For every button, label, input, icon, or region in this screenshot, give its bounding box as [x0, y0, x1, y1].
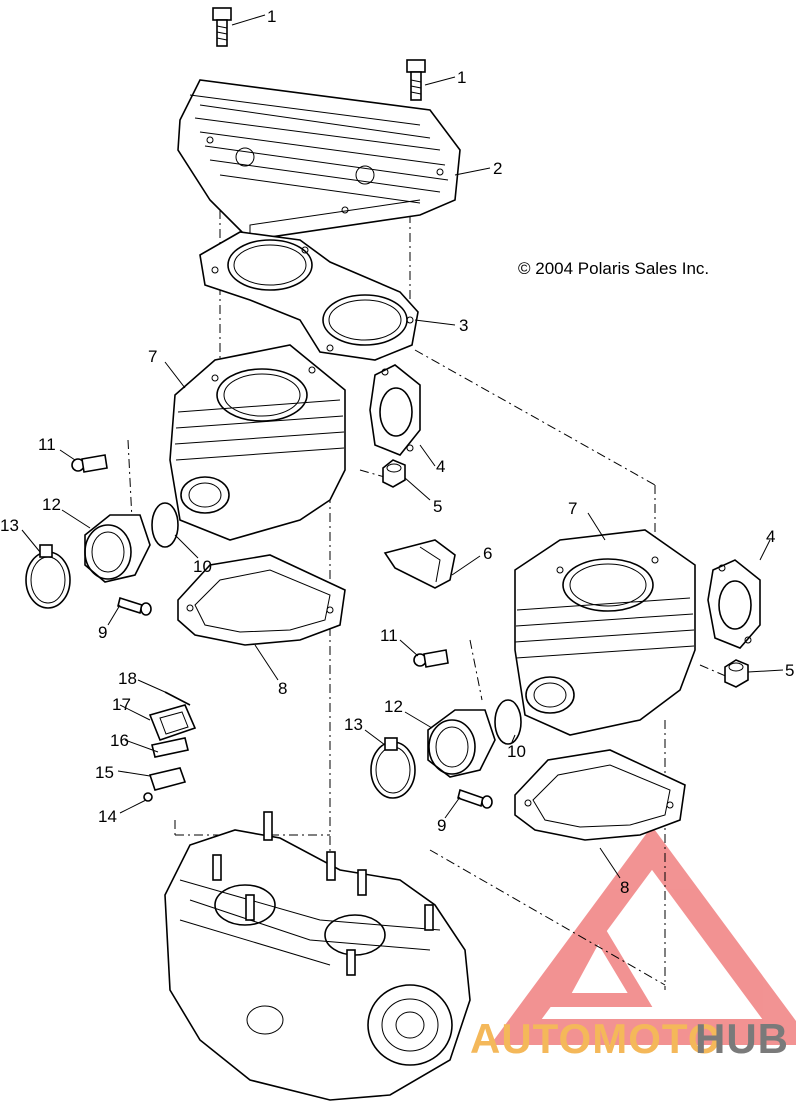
callout-17: 17	[112, 695, 131, 714]
callout-16: 16	[110, 731, 129, 750]
callout-4: 4	[436, 457, 445, 476]
callout-12: 12	[384, 697, 403, 716]
callout-11: 11	[38, 435, 56, 454]
reed-petal	[148, 767, 187, 791]
callout-3: 3	[459, 316, 468, 335]
callout-9: 9	[437, 816, 446, 835]
cylinder-head	[177, 79, 461, 241]
exhaust-gasket-left	[369, 364, 421, 456]
screw-right	[457, 788, 493, 809]
callout-13: 13	[344, 715, 363, 734]
callout-labels: 1 1 2 3 4 4 5 5 6 7 7 8 8 9 9 10 10 11 1…	[0, 7, 794, 897]
watermark-triangle-icon	[490, 826, 796, 1045]
o-ring-right	[494, 699, 522, 745]
leader-lines	[21, 14, 784, 879]
intake-bolt-right	[413, 649, 449, 668]
head-gasket	[199, 231, 419, 361]
base-gasket-right	[514, 749, 686, 841]
callout-5: 5	[785, 661, 794, 680]
callout-8: 8	[620, 878, 629, 897]
exhaust-gasket-right	[707, 559, 761, 649]
crankcase	[164, 811, 471, 1101]
callout-18: 18	[118, 669, 137, 688]
watermark-logo	[490, 826, 796, 1045]
nut-right	[724, 659, 749, 688]
callout-10: 10	[193, 557, 212, 576]
copyright-text: © 2004 Polaris Sales Inc.	[518, 259, 709, 278]
callout-2: 2	[493, 159, 502, 178]
intake-boot-left	[84, 514, 151, 583]
callout-13: 13	[0, 516, 19, 535]
watermark-text-part1: AUTOMOTO	[470, 1015, 721, 1062]
watermark-inner-triangle-icon	[548, 915, 653, 1007]
callout-7: 7	[148, 347, 157, 366]
clamp-left	[25, 544, 71, 609]
reed-pin	[164, 691, 191, 706]
clamp-right	[370, 737, 416, 799]
callout-8: 8	[278, 679, 287, 698]
reed-stopper	[151, 737, 189, 758]
intake-bolt-left	[71, 454, 108, 473]
watermark-text-part2: HUB	[695, 1015, 789, 1062]
callout-11: 11	[380, 626, 398, 645]
callout-6: 6	[483, 544, 492, 563]
head-bolt-right	[406, 59, 426, 101]
callout-9: 9	[98, 623, 107, 642]
callout-5: 5	[433, 497, 442, 516]
nut-left	[382, 459, 406, 488]
base-gasket-left	[177, 554, 346, 646]
cylinder-right	[514, 529, 696, 736]
callout-15: 15	[95, 763, 114, 782]
callout-14: 14	[98, 807, 117, 826]
reed-cage	[148, 704, 197, 742]
cylinder-left	[169, 344, 346, 541]
screw-left	[117, 596, 152, 616]
callout-10: 10	[507, 742, 526, 761]
callout-1: 1	[457, 68, 466, 87]
head-bolt-left	[212, 7, 232, 47]
o-ring-left	[151, 502, 179, 548]
reed-screw	[143, 792, 153, 802]
callout-1: 1	[267, 7, 276, 26]
intake-boot-right	[427, 709, 496, 778]
callout-4: 4	[766, 527, 775, 546]
block-plate	[383, 539, 456, 589]
callout-12: 12	[42, 495, 61, 514]
callout-7: 7	[568, 499, 577, 518]
